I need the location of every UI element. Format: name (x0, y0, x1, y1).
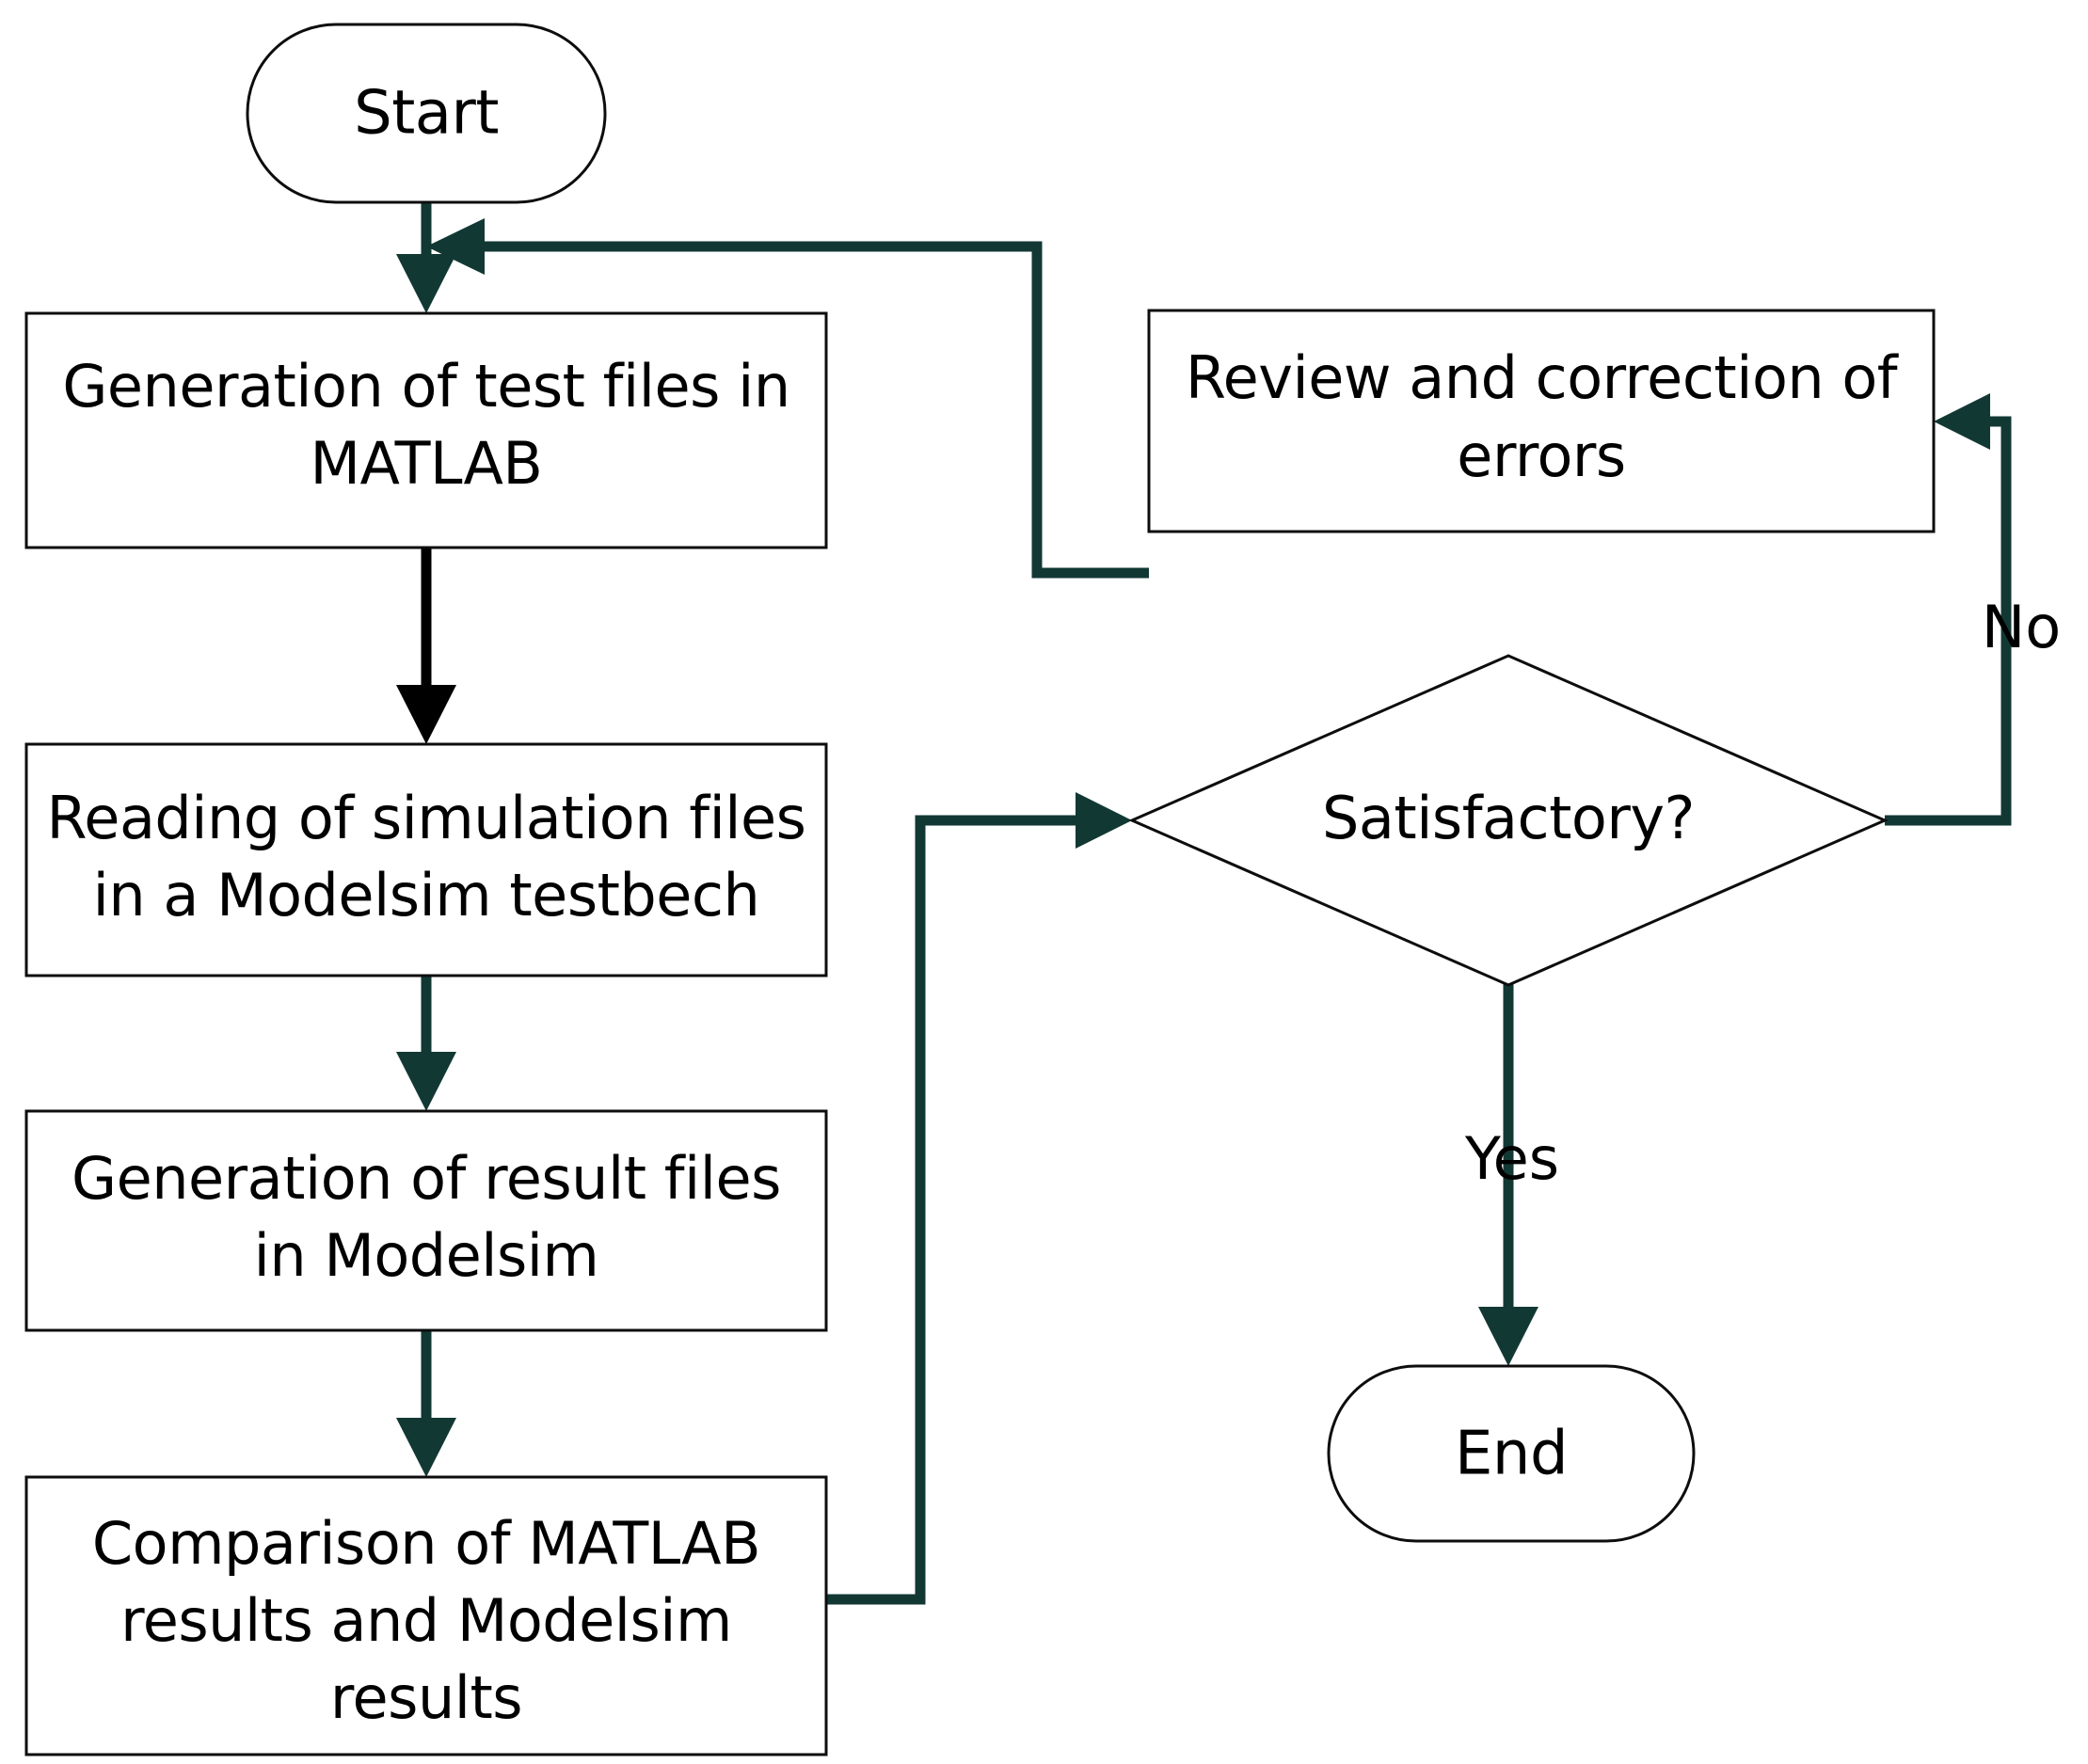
review-label-line2: errors (1457, 421, 1625, 490)
node-start[interactable]: Start (246, 23, 607, 204)
decision-label: Satisfactory? (1322, 784, 1695, 852)
gen-result-files-label-line1: Generation of result files (72, 1144, 781, 1213)
comparison-label-line1: Comparison of MATLAB (92, 1509, 760, 1578)
edge-review-to-gen-test-files (426, 218, 1149, 579)
edge-read-sim-files-to-gen-result-files (396, 976, 456, 1111)
review-label-line1: Review and correction of (1186, 343, 1900, 412)
node-decision-satisfactory[interactable]: Satisfactory? (1128, 654, 1889, 987)
node-read-sim-files[interactable]: Reading of simulation files in a Modelsi… (24, 742, 828, 977)
edge-label-no: No (1982, 593, 2061, 661)
node-comparison[interactable]: Comparison of MATLAB results and Modelsi… (24, 1475, 828, 1756)
read-sim-files-label-line1: Reading of simulation files (47, 784, 806, 852)
comparison-label-line2: results and Modelsim (120, 1586, 732, 1655)
start-shape (246, 23, 607, 204)
gen-result-files-label-line2: in Modelsim (254, 1221, 599, 1290)
gen-test-files-shape (24, 311, 828, 549)
end-shape (1327, 1364, 1696, 1543)
node-gen-result-files[interactable]: Generation of result files in Modelsim (24, 1109, 828, 1332)
start-label: Start (354, 79, 499, 149)
node-review[interactable]: Review and correction of errors (1147, 309, 1936, 533)
edge-decision-no-to-review (1885, 393, 2012, 826)
node-end[interactable]: End (1327, 1364, 1696, 1543)
read-sim-files-shape (24, 742, 828, 977)
node-gen-test-files[interactable]: Generation of test files in MATLAB (24, 311, 828, 549)
end-label: End (1455, 1420, 1568, 1489)
gen-test-files-label-line1: Generation of test files in (62, 352, 789, 421)
decision-shape (1128, 654, 1889, 987)
edge-start-to-gen-test-files (396, 202, 456, 313)
edge-gen-test-files-to-read-sim-files (396, 548, 456, 744)
comparison-label-line3: results (330, 1663, 522, 1732)
gen-test-files-label-line2: MATLAB (311, 429, 543, 498)
comparison-shape (24, 1475, 828, 1756)
edge-decision-yes-to-end (1478, 966, 1538, 1366)
edge-comparison-to-decision (826, 792, 1132, 1605)
review-shape (1147, 309, 1936, 533)
edge-gen-result-files-to-comparison (396, 1330, 456, 1477)
gen-result-files-shape (24, 1109, 828, 1332)
read-sim-files-label-line2: in a Modelsim testbech (93, 861, 760, 930)
edge-label-yes: Yes (1464, 1124, 1559, 1193)
